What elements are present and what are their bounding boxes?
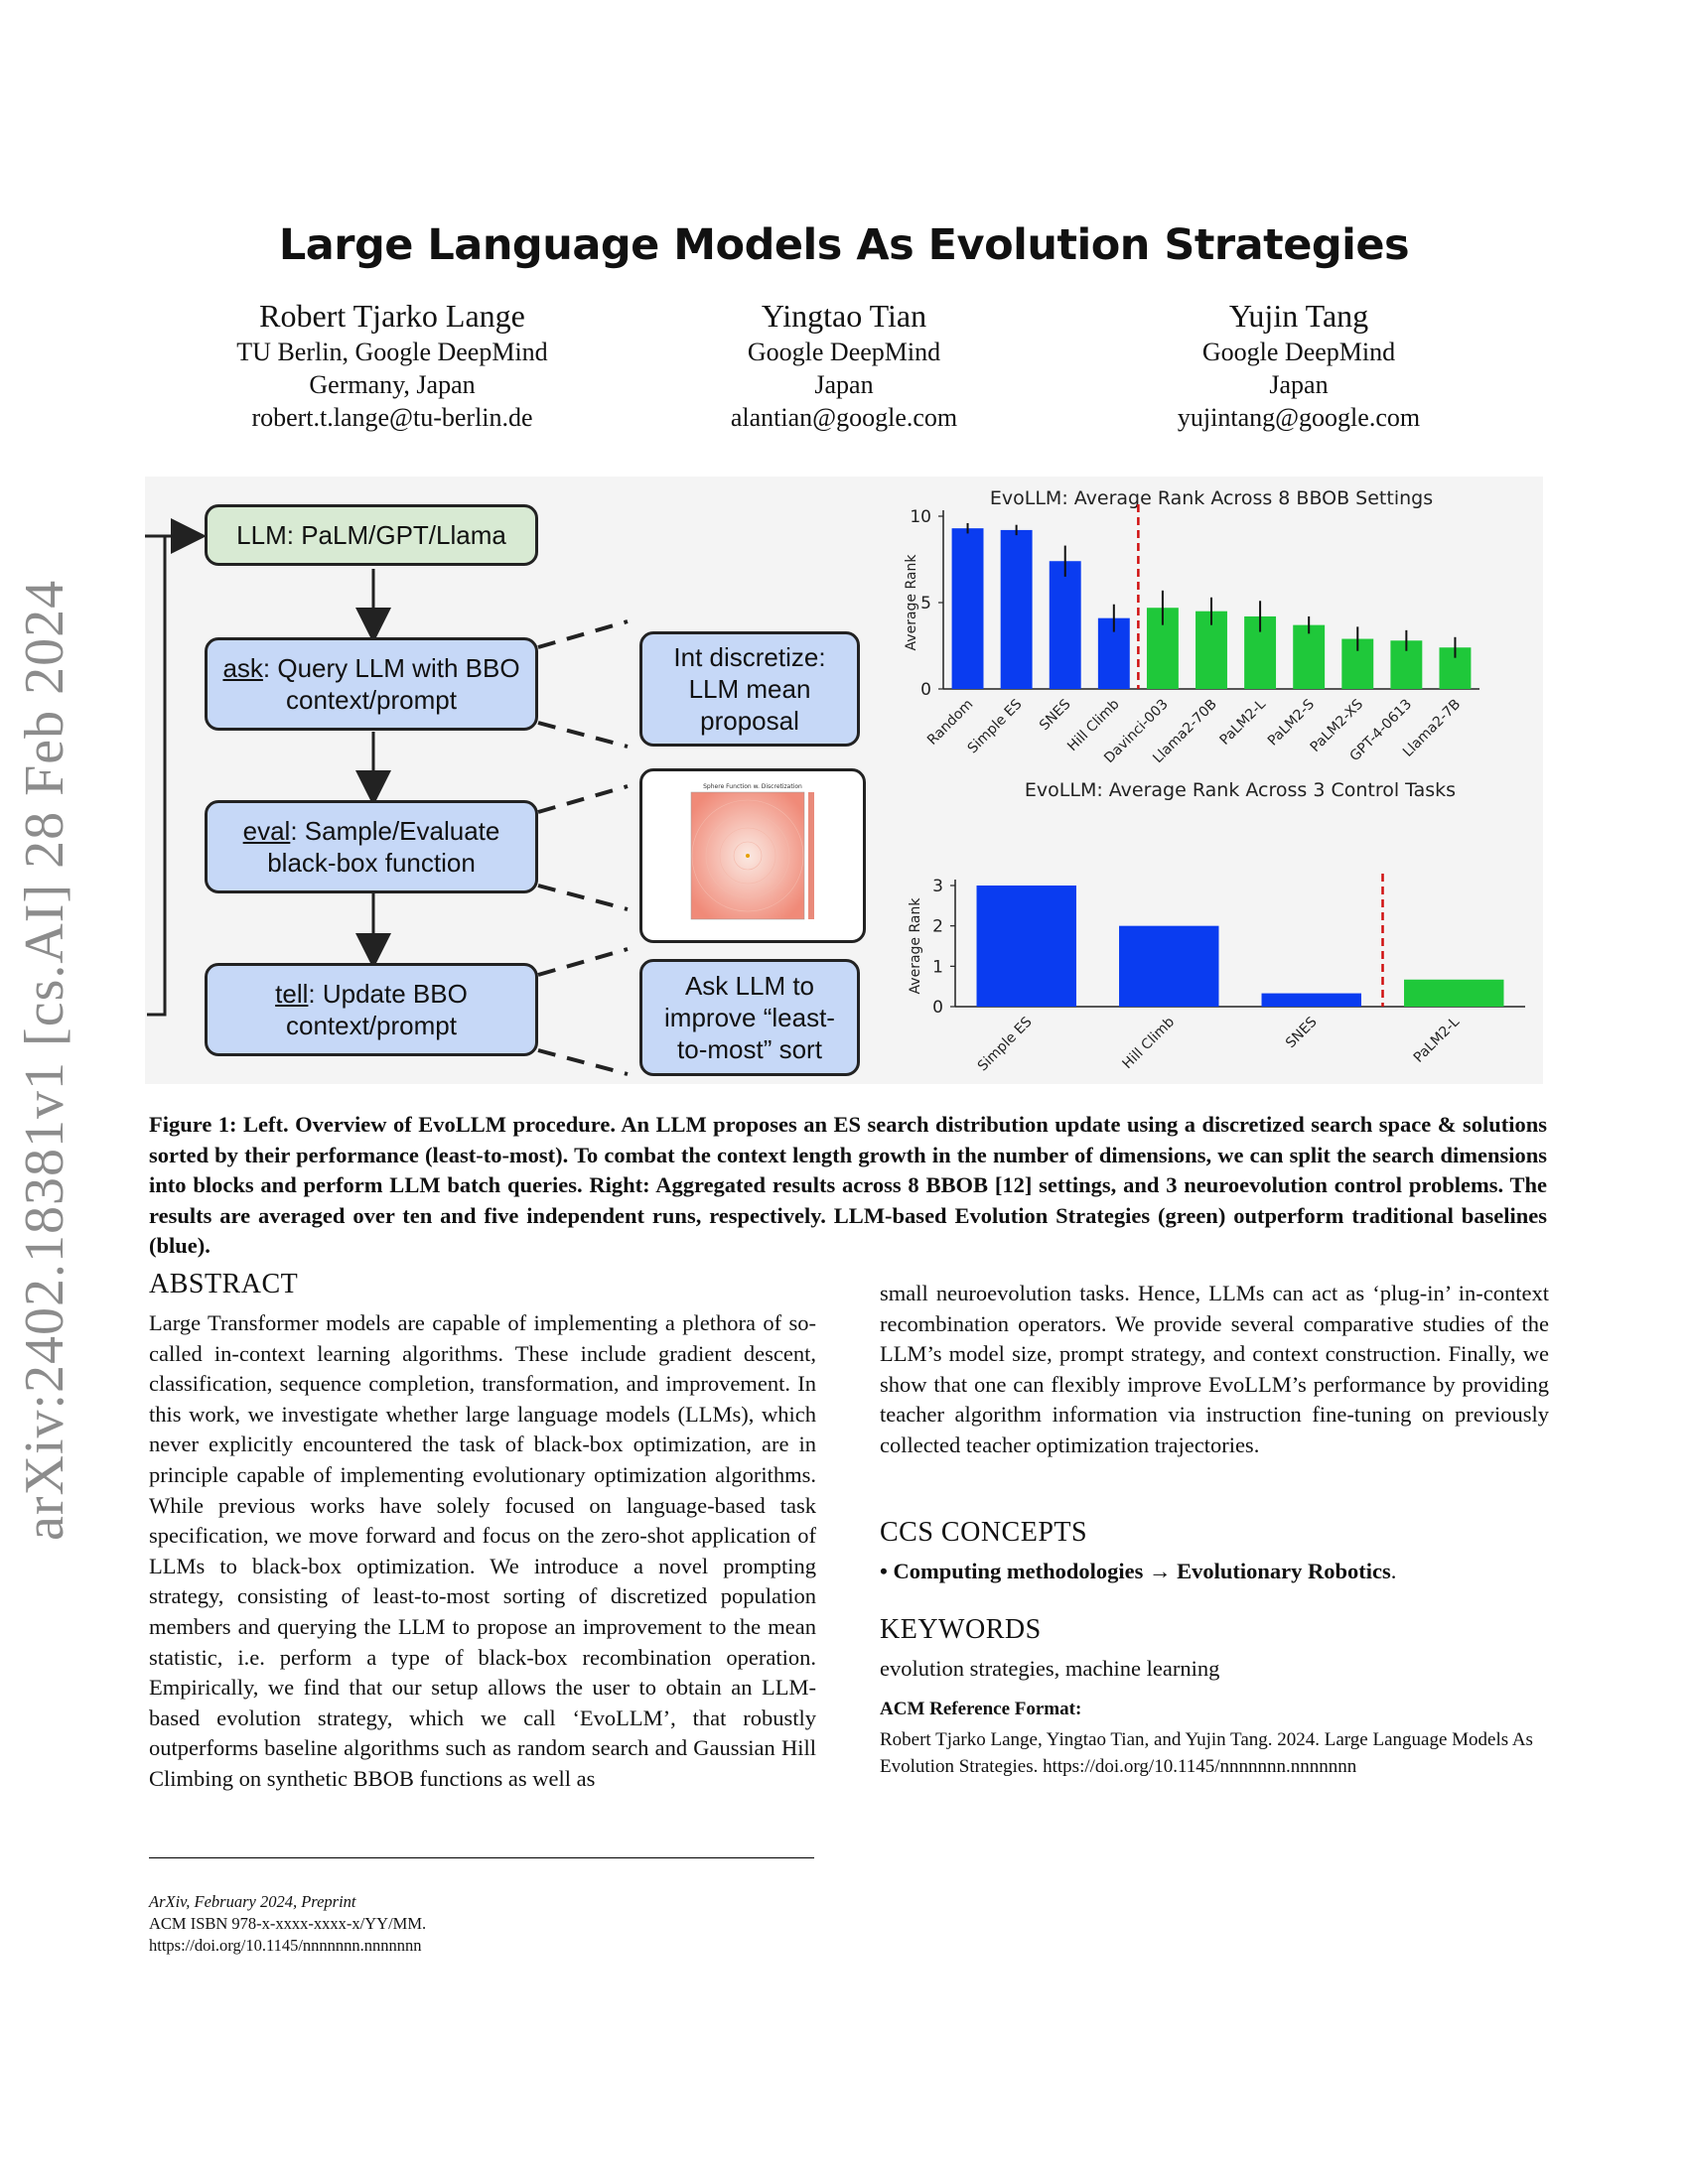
author-country: Germany, Japan <box>309 370 476 399</box>
ccs-bullet: • Computing methodologies → Evolutionary… <box>880 1559 1391 1583</box>
y-tick-label: 0 <box>920 680 931 700</box>
tell-keyword: tell <box>275 979 309 1009</box>
figure-caption: Figure 1: Left. Overview of EvoLLM proce… <box>149 1112 1547 1258</box>
y-axis-label: Average Rank <box>904 554 919 651</box>
paper-title: Large Language Models As Evolution Strat… <box>278 220 1410 270</box>
abstract-heading: ABSTRACT <box>149 1269 299 1299</box>
footnote: ArXiv, February 2024, Preprint ACM ISBN … <box>149 1891 844 1957</box>
author-email: yujintang@google.com <box>1177 403 1421 432</box>
footnote-isbn: ACM ISBN 978-x-xxxx-xxxx-x/YY/MM. <box>149 1914 427 1933</box>
footnote-doi: https://doi.org/10.1145/nnnnnnn.nnnnnnn <box>149 1936 422 1955</box>
y-tick-label: 10 <box>910 507 931 527</box>
x-tick-label: Hill Climb <box>1120 1014 1179 1072</box>
bar-snes <box>1049 561 1081 689</box>
y-tick-label: 3 <box>932 877 943 896</box>
author-name: Yujin Tang <box>1228 298 1369 334</box>
discretize-box: Int discretize: LLM mean proposal <box>639 631 860 747</box>
ask-keyword: ask <box>222 653 263 683</box>
x-tick-label: PaLM2-L <box>1411 1014 1463 1065</box>
author-affiliation: Google DeepMind <box>1201 338 1396 366</box>
heatmap-title: Sphere Function w. Discretization <box>703 783 802 790</box>
bar-random <box>951 528 984 689</box>
y-tick-label: 2 <box>932 917 943 937</box>
x-tick-label: SNES <box>1283 1014 1321 1051</box>
author-country: Japan <box>814 370 874 399</box>
llm-box: LLM: PaLM/GPT/Llama <box>205 504 538 566</box>
chart-title: EvoLLM: Average Rank Across 8 BBOB Setti… <box>990 487 1433 509</box>
abstract-right-column: small neuroevolution tasks. Hence, LLMs … <box>880 1281 1549 1457</box>
y-tick-label: 0 <box>932 998 943 1018</box>
bar-simple-es <box>1000 529 1033 689</box>
author-block-1: Robert Tjarko Lange TU Berlin, Google De… <box>174 296 611 434</box>
bar-palm2-s <box>1293 624 1326 689</box>
author-block-3: Yujin Tang Google DeepMind Japan yujinta… <box>1080 296 1517 434</box>
y-tick-label: 5 <box>920 594 931 614</box>
author-block-2: Yingtao Tian Google DeepMind Japan alant… <box>626 296 1062 434</box>
bar-snes <box>1261 993 1361 1007</box>
bar-simple-es <box>976 886 1076 1007</box>
feedback-loop-line <box>145 534 167 1017</box>
ask-text: : Query LLM with BBO context/prompt <box>262 653 520 715</box>
bbob-rank-chart: EvoLLM: Average Rank Across 8 BBOB Setti… <box>904 487 1479 766</box>
eval-box: eval: Sample/Evaluate black-box function <box>205 800 538 893</box>
sort-box: Ask LLM to improve “least-to-most” sort <box>639 959 860 1076</box>
ccs-concept: • Computing methodologies → Evolutionary… <box>880 1559 1396 1584</box>
author-email: alantian@google.com <box>730 403 958 432</box>
x-tick-label: Simple ES <box>975 1014 1036 1074</box>
y-axis-label: Average Rank <box>908 897 923 995</box>
author-name: Yingtao Tian <box>761 298 927 334</box>
tell-text: : Update BBO context/prompt <box>286 979 468 1040</box>
y-tick-label: 1 <box>932 957 943 977</box>
author-email: robert.t.lange@tu-berlin.de <box>251 403 533 432</box>
x-tick-label: SNES <box>1037 696 1074 734</box>
abstract-left-column: Large Transformer models are capable of … <box>149 1310 816 1791</box>
author-affiliation: Google DeepMind <box>747 338 941 366</box>
ccs-period: . <box>1390 1559 1397 1583</box>
footnote-venue: ArXiv, February 2024, Preprint <box>149 1892 356 1911</box>
acm-reference-text: Robert Tjarko Lange, Yingtao Tian, and Y… <box>880 1729 1533 1777</box>
x-tick-label: PaLM2-L <box>1217 696 1269 748</box>
keywords-text: evolution strategies, machine learning <box>880 1656 1220 1681</box>
control-rank-chart: EvoLLM: Average Rank Across 3 Control Ta… <box>908 779 1525 1074</box>
chart-title: EvoLLM: Average Rank Across 3 Control Ta… <box>1025 779 1456 801</box>
ask-box: ask: Query LLM with BBO context/prompt <box>205 637 538 731</box>
author-country: Japan <box>1269 370 1329 399</box>
figure-1: LLM: PaLM/GPT/Llama ask: Query LLM with … <box>145 477 1543 1084</box>
keywords-heading: KEYWORDS <box>880 1614 1042 1645</box>
acm-reference-heading: ACM Reference Format: <box>880 1699 1082 1719</box>
bar-hill-climb <box>1119 925 1219 1007</box>
acm-reference: ACM Reference Format: Robert Tjarko Lang… <box>880 1696 1549 1780</box>
author-affiliation: TU Berlin, Google DeepMind <box>236 338 548 366</box>
bar-palm2-l <box>1404 979 1504 1007</box>
arxiv-sidebar-stamp: arXiv:2402.18381v1 [cs.AI] 28 Feb 2024 <box>14 579 75 1541</box>
author-name: Robert Tjarko Lange <box>259 298 525 334</box>
heatmap-box: Sphere Function w. Discretization <box>639 768 866 943</box>
eval-keyword: eval <box>242 816 291 846</box>
sphere-heatmap-thumbnail: Sphere Function w. Discretization <box>690 783 814 920</box>
evollm-diagram-connectors <box>145 518 629 1076</box>
eval-text: : Sample/Evaluate black-box function <box>267 816 500 878</box>
footnote-rule <box>149 1857 814 1858</box>
ccs-heading: CCS CONCEPTS <box>880 1517 1088 1548</box>
tell-box: tell: Update BBO context/prompt <box>205 963 538 1056</box>
